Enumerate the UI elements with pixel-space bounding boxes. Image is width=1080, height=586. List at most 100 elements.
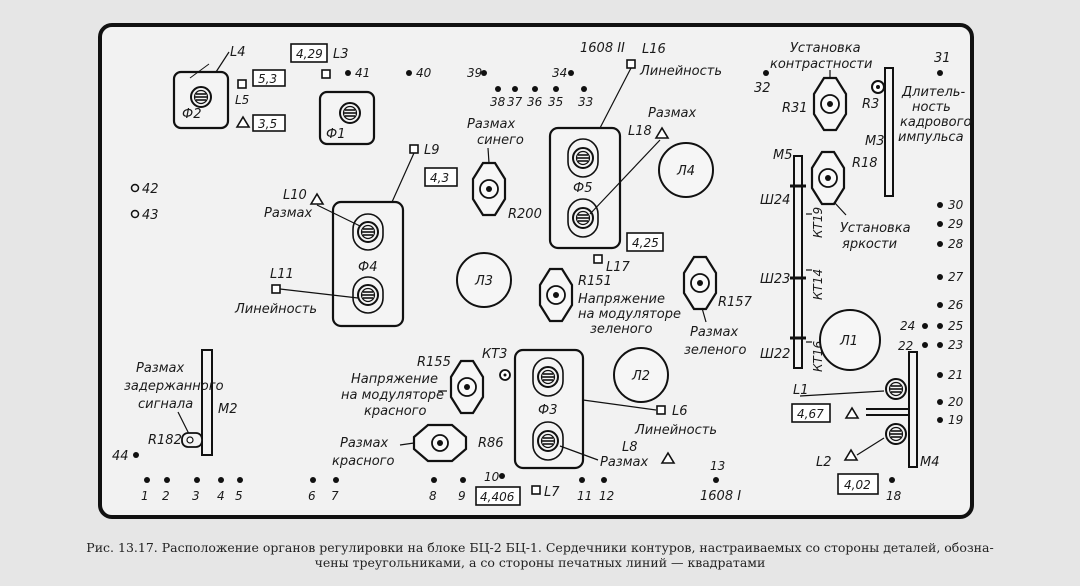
w22-label: Ш22 bbox=[760, 347, 790, 362]
pad-30: 30 bbox=[948, 198, 964, 212]
lamp-l2-label: Л2 bbox=[631, 369, 650, 384]
razmah-kr-line2: красного bbox=[332, 454, 395, 469]
pad-5: 5 bbox=[235, 489, 243, 503]
l4-triangle bbox=[235, 115, 251, 128]
r200-label: R200 bbox=[508, 207, 542, 222]
razmah-zad-line2: задержанного bbox=[124, 379, 224, 394]
pad-12: 12 bbox=[599, 489, 614, 503]
l11-label: L11 bbox=[270, 267, 294, 282]
ust-kontr-line2: контрастности bbox=[770, 57, 872, 72]
r157-label: R157 bbox=[718, 295, 753, 310]
r31-label: R31 bbox=[782, 101, 808, 116]
pad-25: 25 bbox=[948, 319, 963, 333]
r18-label: R18 bbox=[852, 156, 878, 171]
pad-23: 23 bbox=[948, 338, 963, 352]
dlit-line1: Длитель- bbox=[901, 85, 965, 100]
pad-33: 33 bbox=[578, 95, 593, 109]
napr-kr-line2: на модуляторе bbox=[341, 388, 444, 403]
svg-text:4,25: 4,25 bbox=[632, 236, 659, 250]
pad-6: 6 bbox=[308, 489, 316, 503]
razmah-l10-label: Размах bbox=[264, 206, 312, 221]
lin-l6-label: Линейность bbox=[634, 423, 717, 438]
napr-zel-line2: на модуляторе bbox=[578, 307, 681, 322]
voltage-box-4-02: 4,02 bbox=[837, 473, 879, 495]
lamp-l3-label: Л3 bbox=[474, 274, 493, 289]
filter-f2-block: Ф2 bbox=[172, 51, 230, 130]
pad-26: 26 bbox=[948, 298, 964, 312]
pad-42: 42 bbox=[142, 182, 159, 197]
r155-label: R155 bbox=[417, 355, 451, 370]
napr-zel-line1: Напряжение bbox=[578, 292, 665, 307]
pad-40: 40 bbox=[416, 66, 432, 80]
dlit-line2: ность bbox=[912, 100, 951, 115]
l9-square bbox=[409, 144, 419, 154]
l7-label: L7 bbox=[544, 485, 560, 500]
pad-41: 41 bbox=[355, 66, 370, 80]
l1-label: L1 bbox=[793, 383, 809, 398]
l5-label: L5 bbox=[235, 93, 249, 107]
ust-kontr-line1: Установка bbox=[790, 41, 861, 56]
svg-text:4,02: 4,02 bbox=[844, 478, 871, 492]
filter-f4-block: Ф4 bbox=[331, 200, 405, 328]
l16-label: L16 bbox=[642, 42, 666, 57]
caption-line-2: чены треугольниками, а со стороны печатн… bbox=[314, 555, 766, 570]
kt19-label: КТ19 bbox=[811, 207, 825, 238]
napr-kr-line1: Напряжение bbox=[351, 372, 438, 387]
l3-label: L3 bbox=[333, 47, 349, 62]
svg-text:4,67: 4,67 bbox=[797, 407, 824, 421]
pad-2: 2 bbox=[162, 489, 170, 503]
pad-29: 29 bbox=[948, 217, 963, 231]
voltage-box-4-67: 4,67 bbox=[791, 403, 831, 423]
voltage-box-5-3: 5,3 bbox=[252, 69, 286, 87]
svg-text:Ф3: Ф3 bbox=[538, 403, 557, 418]
l10-triangle bbox=[309, 192, 325, 205]
l17-square bbox=[593, 254, 603, 264]
l8-label: L8 bbox=[622, 440, 638, 455]
l6-label: L6 bbox=[672, 404, 688, 419]
pad-3: 3 bbox=[192, 489, 200, 503]
voltage-box-4-25: 4,25 bbox=[626, 232, 664, 252]
l6-square bbox=[656, 405, 666, 415]
ust-yark-line2: яркости bbox=[842, 237, 897, 252]
caption-line-1: Рис. 13.17. Расположение органов регулир… bbox=[86, 540, 994, 555]
m4-label: M4 bbox=[920, 455, 940, 470]
l9-label: L9 bbox=[424, 143, 440, 158]
pad-36: 36 bbox=[527, 95, 543, 109]
razmah-zel-line1: Размах bbox=[690, 325, 738, 340]
pad-32: 32 bbox=[754, 81, 771, 96]
lin-l16-label: Линейность bbox=[639, 64, 722, 79]
pad-19: 19 bbox=[948, 413, 963, 427]
pad-27: 27 bbox=[948, 270, 964, 284]
l8-triangle bbox=[660, 451, 676, 464]
filter-f1-block: Ф1 bbox=[318, 90, 376, 146]
voltage-box-4-3: 4,3 bbox=[424, 167, 458, 187]
pad-28: 28 bbox=[948, 237, 964, 251]
pad-38: 38 bbox=[490, 95, 506, 109]
tube-1608-ii-label: 1608 II bbox=[580, 41, 625, 56]
tube-1608-i-label: 1608 I bbox=[700, 489, 741, 504]
r182-label: R182 bbox=[148, 433, 182, 448]
razmah-l18-label: Размах bbox=[648, 106, 696, 121]
pad-11: 11 bbox=[577, 489, 592, 503]
razmah-zad-line1: Размах bbox=[136, 361, 184, 376]
dlit-line4: импульса bbox=[898, 130, 964, 145]
razmah-l8-label: Размах bbox=[600, 455, 648, 470]
l7-square bbox=[531, 485, 541, 495]
pad-13: 13 bbox=[710, 459, 725, 473]
w24-label: Ш24 bbox=[760, 193, 790, 208]
l2-label: L2 bbox=[816, 455, 832, 470]
pad-37: 37 bbox=[507, 95, 523, 109]
voltage-box-4-406: 4,406 bbox=[475, 486, 521, 506]
m3-label: M3 bbox=[865, 134, 885, 149]
lamp-l1-label: Л1 bbox=[839, 334, 858, 349]
r3-label: R3 bbox=[862, 97, 879, 112]
l18-triangle bbox=[654, 126, 670, 139]
l1-triangle bbox=[844, 406, 860, 419]
svg-text:4,406: 4,406 bbox=[480, 490, 515, 504]
razmah-kr-line1: Размах bbox=[340, 436, 388, 451]
pad-43: 43 bbox=[142, 208, 159, 223]
l11-square bbox=[271, 284, 281, 294]
svg-text:4,29: 4,29 bbox=[296, 47, 323, 61]
dlit-line3: кадрового bbox=[900, 115, 971, 130]
